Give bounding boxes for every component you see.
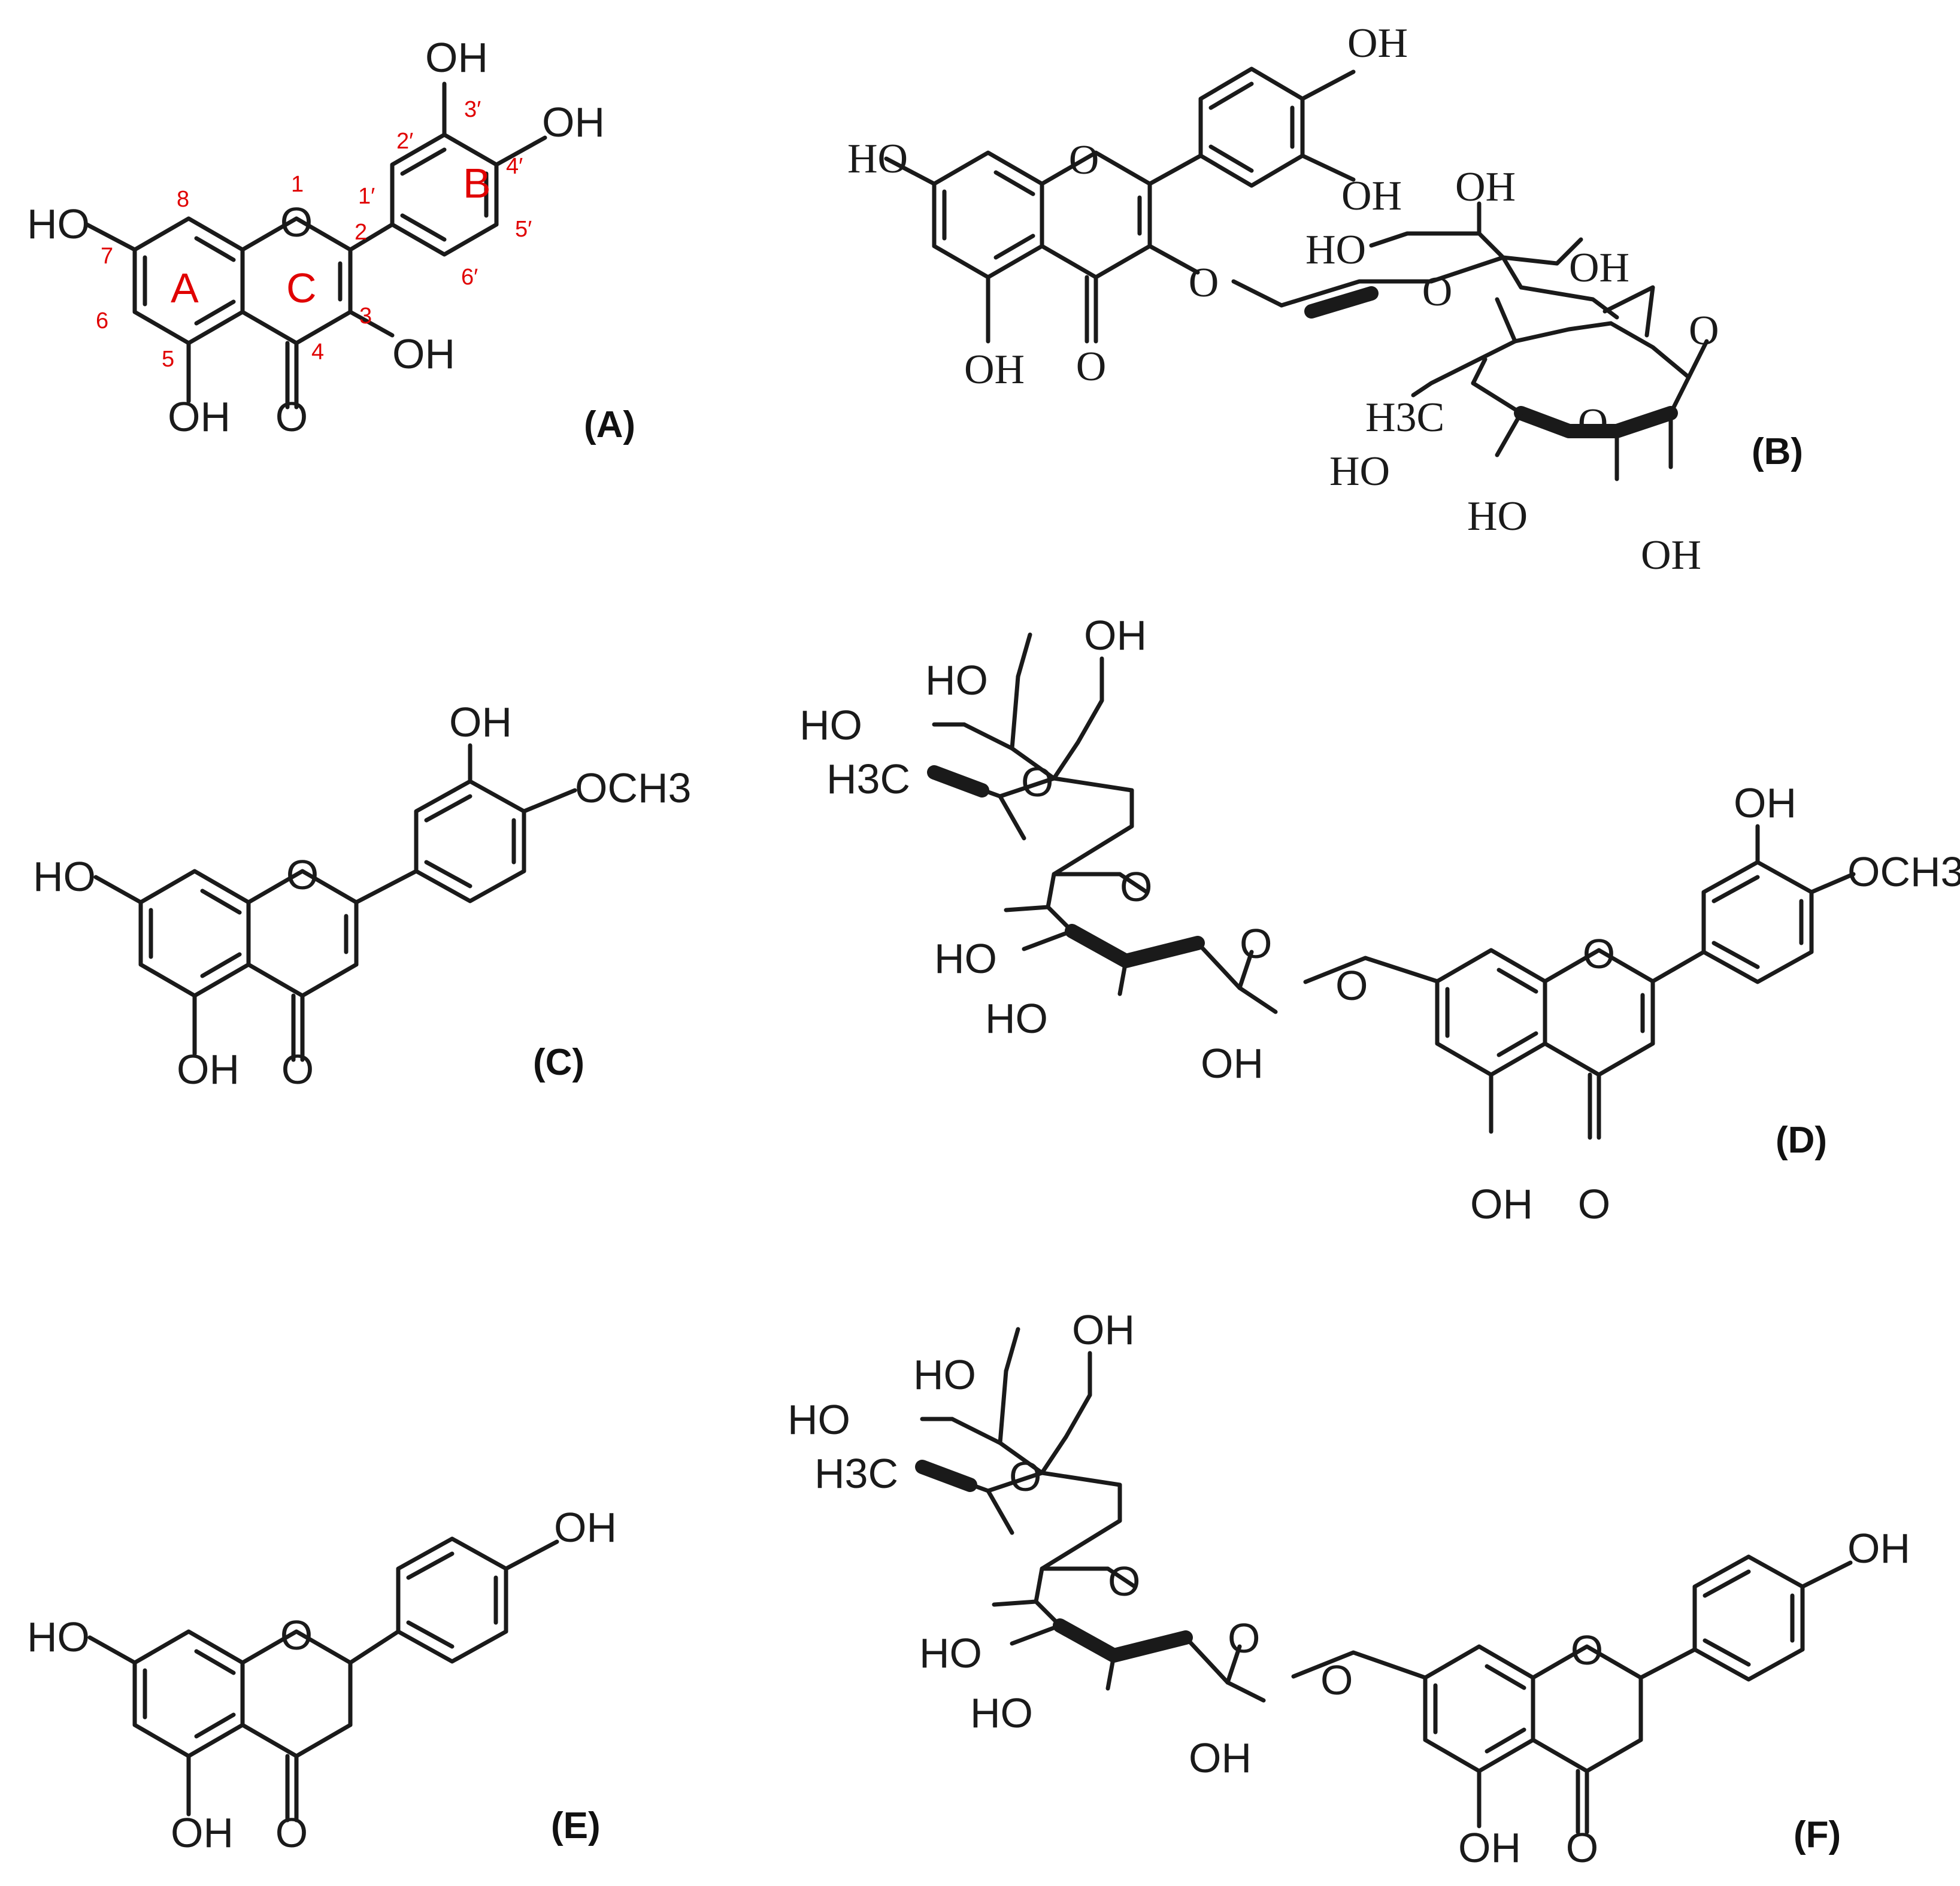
ring-oxygen: O bbox=[280, 199, 313, 245]
position-4prime: 4′ bbox=[506, 154, 523, 179]
hydroxyl-7: HO bbox=[27, 201, 90, 247]
hydroxyl-4prime: OH bbox=[542, 99, 605, 145]
rhamnose-ring-oxygen-d: O bbox=[1021, 759, 1053, 805]
ring-label-c: C bbox=[286, 265, 317, 311]
hydroxyl-glc-3-b: OH bbox=[1455, 164, 1516, 210]
label-f: (F) bbox=[1794, 1814, 1841, 1855]
hydroxyl-rha-4-d: HO bbox=[799, 702, 862, 748]
hydroxyl-glc-2-f: OH bbox=[1189, 1735, 1252, 1781]
hydroxyl-rha-2-b: OH bbox=[1641, 532, 1701, 578]
hydroxyl-glc-2-d: OH bbox=[1201, 1040, 1264, 1087]
ring-oxygen-c: O bbox=[286, 851, 319, 898]
position-5prime: 5′ bbox=[515, 217, 532, 242]
methyl-f: H3C bbox=[814, 1450, 898, 1497]
hydroxyl-glc-2-b: HO bbox=[1305, 227, 1366, 273]
label-c: (C) bbox=[533, 1042, 584, 1083]
hydroxyl-3prime-c: OH bbox=[449, 699, 512, 745]
methoxy-c: OCH3 bbox=[575, 765, 691, 811]
hydroxyl-4prime-b: OH bbox=[1347, 20, 1408, 66]
ring-oxygen-b: O bbox=[1069, 137, 1099, 183]
carbonyl-oxygen-f: O bbox=[1566, 1824, 1598, 1871]
linker-oxygen-b: O bbox=[1689, 308, 1719, 354]
hydroxyl-4prime-f: OH bbox=[1847, 1525, 1910, 1572]
hydroxyl-glc-3-f: HO bbox=[970, 1690, 1033, 1736]
position-2: 2 bbox=[355, 220, 367, 245]
structure-d: O O O O O OH HO HO H3C HO HO OH O OH OH … bbox=[799, 612, 1960, 1227]
structure-b: O HO OH OH OH O O HO OH OH O O O H3C HO … bbox=[847, 20, 1803, 578]
position-1: 1 bbox=[291, 172, 304, 197]
hydroxyl-5-d: OH bbox=[1470, 1181, 1533, 1227]
glycosidic-oxygen-d: O bbox=[1335, 962, 1368, 1009]
hydroxyl-5-f: OH bbox=[1458, 1824, 1521, 1871]
hydroxyl-3prime-d: OH bbox=[1734, 780, 1797, 826]
hydroxyl-7-e: HO bbox=[27, 1614, 90, 1660]
linker-oxygen-d: O bbox=[1120, 863, 1152, 910]
position-4: 4 bbox=[311, 339, 324, 365]
hydroxyl-rha-4-b: HO bbox=[1329, 448, 1390, 495]
hydroxyl-rha-3-b: HO bbox=[1467, 493, 1528, 539]
position-8: 8 bbox=[177, 187, 189, 212]
glucose-ring-oxygen-d: O bbox=[1240, 920, 1272, 967]
hydroxyl-rha-3-f: HO bbox=[913, 1351, 976, 1398]
hydroxyl-glc-4-f: HO bbox=[919, 1630, 982, 1676]
label-e: (E) bbox=[551, 1805, 601, 1846]
position-3prime: 3′ bbox=[464, 97, 481, 122]
hydroxyl-7-b: HO bbox=[847, 136, 908, 182]
carbonyl-oxygen: O bbox=[275, 393, 308, 440]
ring-oxygen-e: O bbox=[280, 1612, 313, 1658]
hydroxyl-4prime-e: OH bbox=[554, 1504, 617, 1551]
hydroxyl-glc-4-d: HO bbox=[934, 935, 997, 982]
structure-a: O HO OH OH OH OH O A C B 1 2 3 4 5 6 7 8… bbox=[27, 34, 635, 445]
methyl-b: H3C bbox=[1365, 395, 1444, 441]
hydroxyl-7-c: HO bbox=[33, 853, 96, 900]
position-5: 5 bbox=[162, 347, 174, 372]
ring-oxygen-f: O bbox=[1571, 1627, 1603, 1673]
position-3: 3 bbox=[359, 304, 372, 329]
ring-oxygen-d: O bbox=[1583, 930, 1615, 977]
hydroxyl-rha-2-f: OH bbox=[1072, 1306, 1135, 1353]
linker-oxygen-f: O bbox=[1108, 1558, 1140, 1605]
hydroxyl-5-c: OH bbox=[177, 1046, 240, 1093]
carbonyl-oxygen-d: O bbox=[1578, 1181, 1610, 1227]
position-1prime: 1′ bbox=[358, 184, 375, 209]
structure-e: O HO OH O OH (E) bbox=[27, 1504, 617, 1856]
position-7: 7 bbox=[101, 244, 113, 269]
hydroxyl-glc-3-d: HO bbox=[985, 995, 1048, 1042]
ring-label-b: B bbox=[463, 160, 491, 207]
structure-f: O O O O O OH HO HO H3C HO HO OH O OH OH … bbox=[787, 1306, 1910, 1871]
hydroxyl-glc-4-b: OH bbox=[1569, 245, 1629, 291]
glucose-ring-oxygen-b: O bbox=[1422, 269, 1453, 315]
hydroxyl-5-e: OH bbox=[171, 1809, 234, 1856]
carbonyl-oxygen-c: O bbox=[281, 1046, 314, 1093]
glucose-ring-oxygen-f: O bbox=[1228, 1615, 1260, 1661]
hydroxyl-3: OH bbox=[392, 330, 455, 377]
methoxy-d: OCH3 bbox=[1847, 848, 1960, 895]
hydroxyl-rha-4-f: HO bbox=[787, 1396, 850, 1443]
hydroxyl-5: OH bbox=[168, 393, 231, 440]
position-2prime: 2′ bbox=[396, 129, 413, 154]
position-6prime: 6′ bbox=[461, 265, 478, 290]
carbonyl-oxygen-b: O bbox=[1076, 344, 1107, 390]
position-6: 6 bbox=[96, 308, 108, 333]
rhamnose-ring-oxygen-f: O bbox=[1009, 1453, 1041, 1500]
label-d: (D) bbox=[1776, 1120, 1827, 1161]
hydroxyl-3prime: OH bbox=[425, 34, 488, 81]
carbonyl-oxygen-e: O bbox=[275, 1809, 308, 1856]
hydroxyl-rha-3-d: HO bbox=[925, 657, 988, 704]
methyl-d: H3C bbox=[826, 756, 910, 802]
glycosidic-oxygen-b: O bbox=[1189, 260, 1219, 306]
ring-label-a: A bbox=[171, 265, 199, 311]
glycosidic-oxygen-f: O bbox=[1320, 1657, 1353, 1703]
label-a: (A) bbox=[584, 404, 635, 445]
rhamnose-ring-oxygen-b: O bbox=[1578, 401, 1608, 447]
label-b: (B) bbox=[1752, 431, 1803, 472]
hydroxyl-3prime-b: OH bbox=[1341, 173, 1402, 219]
structure-c: O HO OH O OH OCH3 (C) bbox=[33, 699, 691, 1093]
hydroxyl-5-b: OH bbox=[964, 347, 1025, 393]
hydroxyl-rha-2-d: OH bbox=[1084, 612, 1147, 659]
